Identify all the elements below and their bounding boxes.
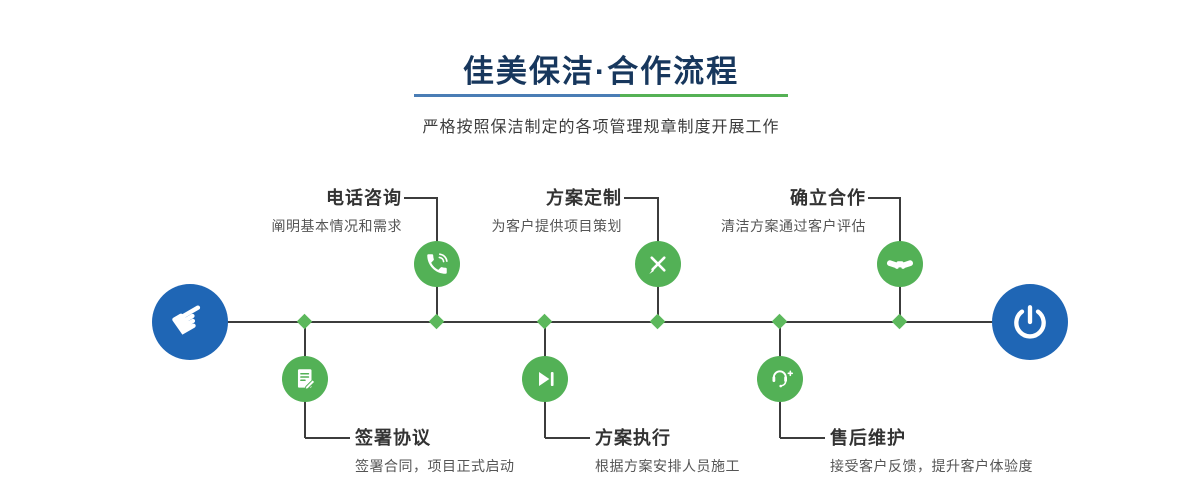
step-desc: 为客户提供项目策划 [491, 218, 622, 234]
contract-icon [297, 369, 316, 391]
timeline-node-diamond [771, 313, 788, 330]
step-after-sales-maintenance: 售后维护 接受客户反馈，提升客户体验度 [830, 426, 1033, 477]
pointing-hand-icon: ☛ [161, 288, 219, 350]
plan-custom-node [635, 241, 681, 287]
step-desc: 清洁方案通过客户评估 [721, 218, 866, 234]
plan-execute-node [522, 356, 568, 402]
handshake-icon [886, 260, 914, 269]
timeline-line [190, 321, 1030, 323]
step-desc: 根据方案安排人员施工 [595, 458, 740, 474]
step-sign-agreement: 签署协议 签署合同，项目正式启动 [355, 426, 515, 477]
divider-green-segment [620, 94, 788, 97]
step-label: 方案执行 [595, 428, 671, 448]
step-plan-execution: 方案执行 根据方案安排人员施工 [595, 426, 740, 477]
phone-icon [427, 253, 448, 274]
connector [868, 197, 901, 199]
step-label: 签署协议 [355, 428, 431, 448]
step-desc: 接受客户反馈，提升客户体验度 [830, 458, 1033, 474]
step-plan-customization: 方案定制 为客户提供项目策划 [362, 186, 622, 237]
connector [305, 437, 350, 439]
headset-icon [772, 370, 794, 388]
title-divider [414, 94, 788, 97]
step-label: 确立合作 [790, 188, 866, 208]
step-establish-cooperation: 确立合作 清洁方案通过客户评估 [606, 186, 866, 237]
timeline-node-diamond [649, 313, 666, 330]
page-title: 佳美保洁·合作流程 [462, 54, 740, 89]
step-label: 方案定制 [546, 188, 622, 208]
divider-blue-segment [414, 94, 620, 97]
connector [545, 437, 590, 439]
connector [780, 437, 825, 439]
connector [404, 197, 438, 199]
phone-consult-node [414, 241, 460, 287]
timeline-node-diamond [296, 313, 313, 330]
sign-agreement-node [282, 356, 328, 402]
cooperation-node [877, 241, 923, 287]
timeline-node-diamond [428, 313, 445, 330]
connector [624, 197, 659, 199]
play-icon [539, 371, 554, 387]
power-icon [1014, 305, 1046, 339]
after-sales-node [757, 356, 803, 402]
step-label: 电话咨询 [326, 188, 402, 208]
start-node: ☛ [152, 284, 228, 360]
page-subtitle: 严格按照保洁制定的各项管理规章制度开展工作 [422, 119, 780, 136]
timeline-node-diamond [536, 313, 553, 330]
step-phone-consultation: 电话咨询 阐明基本情况和需求 [142, 186, 402, 237]
step-desc: 阐明基本情况和需求 [271, 218, 402, 234]
step-desc: 签署合同，项目正式启动 [355, 458, 515, 474]
design-pencil-icon [649, 256, 666, 274]
end-node [992, 284, 1068, 360]
step-label: 售后维护 [830, 428, 906, 448]
timeline-node-diamond [891, 313, 908, 330]
